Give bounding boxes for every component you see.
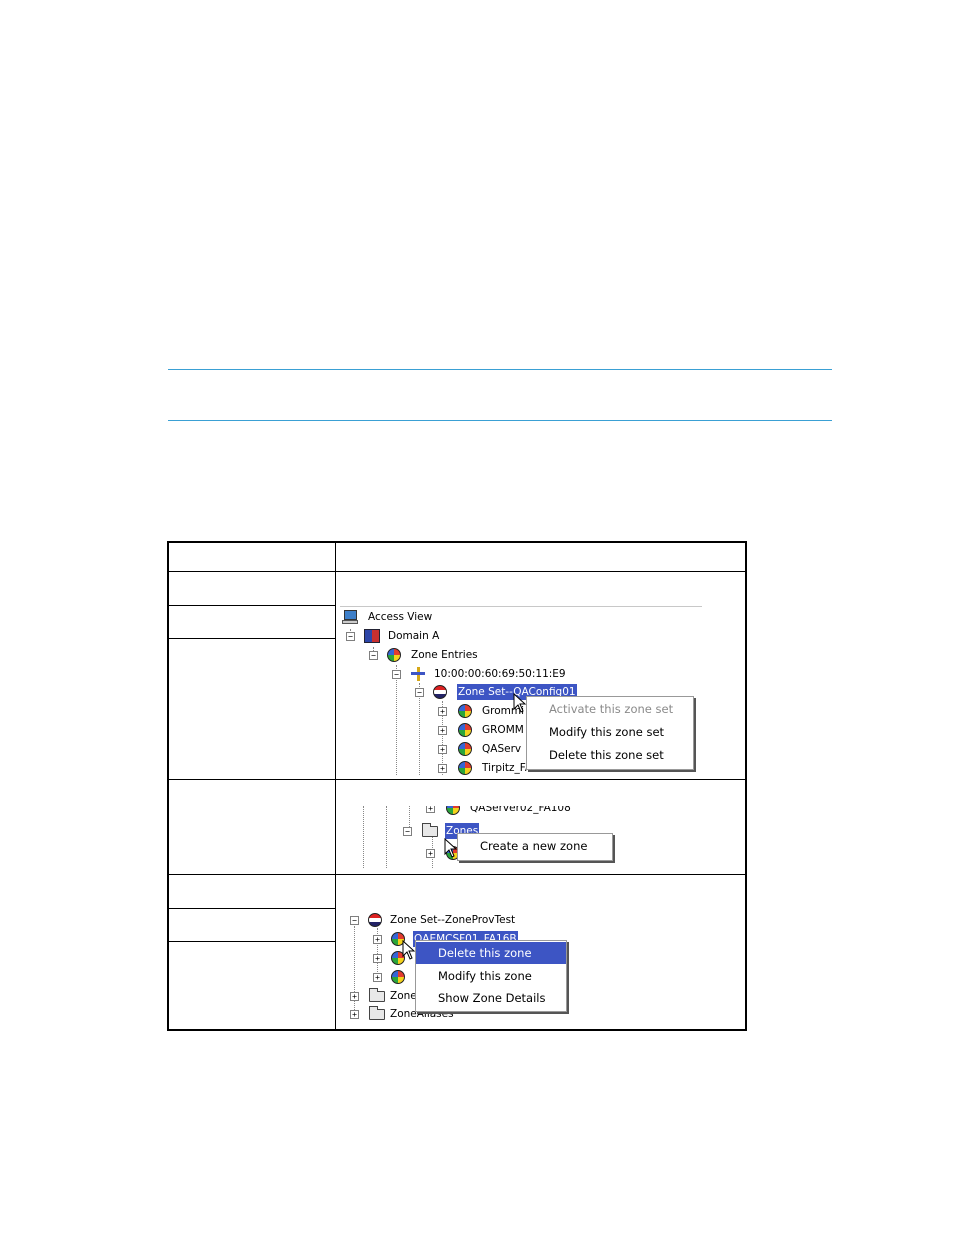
expand-icon[interactable]: + bbox=[373, 954, 382, 963]
expand-icon[interactable]: + bbox=[438, 764, 447, 773]
section-row-line bbox=[169, 779, 745, 780]
expand-icon[interactable]: + bbox=[350, 992, 359, 1001]
tree-node-label: GROMM bbox=[482, 724, 524, 736]
menu-item-modify-zone[interactable]: Modify this zone bbox=[438, 969, 532, 983]
expand-icon[interactable]: + bbox=[373, 973, 382, 982]
top-rule bbox=[168, 369, 832, 370]
delete-zone-screenshot: − Zone Set--ZoneProvTest + QAEMCSF01_FA1… bbox=[340, 908, 580, 1024]
step-row-line bbox=[169, 605, 335, 606]
tree-node-label: Domain A bbox=[388, 630, 440, 642]
tree-node-label: Zone bbox=[390, 990, 417, 1002]
folder-icon bbox=[422, 823, 438, 837]
folder-icon bbox=[369, 988, 385, 1002]
collapse-icon[interactable]: − bbox=[403, 827, 412, 836]
collapse-icon[interactable]: − bbox=[369, 651, 378, 660]
tree-line bbox=[354, 926, 355, 1014]
tree-line bbox=[442, 701, 443, 775]
zoneset-menu-screenshot: Access View − Domain A − Zone Entries − … bbox=[340, 606, 702, 775]
procedure-table bbox=[167, 541, 747, 1031]
zoneset-icon bbox=[368, 913, 382, 927]
tree-node-label: QAServ bbox=[482, 743, 522, 755]
create-zone-screenshot: + QAServer02_FA108 − Zones + Create a ne… bbox=[340, 806, 640, 868]
expand-icon[interactable]: + bbox=[426, 806, 435, 813]
zone-icon bbox=[458, 761, 472, 775]
collapse-icon[interactable]: − bbox=[392, 670, 401, 679]
expand-icon[interactable]: + bbox=[350, 1010, 359, 1019]
step-row-line bbox=[169, 638, 335, 639]
zone-context-menu: Delete this zone Modify this zone Show Z… bbox=[415, 940, 567, 1012]
menu-item-activate-zoneset[interactable]: Activate this zone set bbox=[549, 702, 674, 716]
header-row-line bbox=[169, 571, 745, 572]
expand-icon[interactable]: + bbox=[438, 707, 447, 716]
folder-icon bbox=[369, 1006, 385, 1020]
tree-line bbox=[363, 806, 364, 868]
zone-entries-icon bbox=[387, 648, 401, 662]
collapse-icon[interactable]: − bbox=[415, 688, 424, 697]
column-divider bbox=[335, 543, 336, 1029]
tree-line bbox=[396, 665, 397, 775]
zone-icon bbox=[391, 970, 405, 984]
menu-item-delete-zone[interactable]: Delete this zone bbox=[416, 942, 566, 964]
zone-icon bbox=[391, 951, 405, 965]
menu-item-modify-zoneset[interactable]: Modify this zone set bbox=[549, 725, 665, 739]
zone-icon bbox=[446, 806, 460, 815]
expand-icon[interactable]: + bbox=[438, 745, 447, 754]
collapse-icon[interactable]: − bbox=[350, 916, 359, 925]
menu-item-show-zone-details[interactable]: Show Zone Details bbox=[438, 991, 546, 1005]
zone-icon bbox=[391, 932, 405, 946]
zone-icon bbox=[458, 742, 472, 756]
expand-icon[interactable]: + bbox=[373, 935, 382, 944]
step-row-line bbox=[169, 941, 335, 942]
zones-context-menu: Create a new zone bbox=[457, 833, 613, 861]
step-row-line bbox=[169, 908, 335, 909]
zoneset-icon bbox=[433, 685, 447, 699]
tree-node-label: Zone Entries bbox=[411, 649, 478, 661]
zone-icon bbox=[458, 723, 472, 737]
tree-line bbox=[419, 683, 420, 775]
menu-item-delete-zoneset[interactable]: Delete this zone set bbox=[549, 748, 664, 762]
tree-line bbox=[386, 806, 387, 868]
collapse-icon[interactable]: − bbox=[346, 632, 355, 641]
expand-icon[interactable]: + bbox=[438, 726, 447, 735]
tree-node-label: 10:00:00:60:69:50:11:E9 bbox=[434, 668, 566, 680]
menu-item-create-zone[interactable]: Create a new zone bbox=[480, 839, 588, 853]
bottom-rule bbox=[168, 420, 832, 421]
computer-icon bbox=[342, 610, 358, 624]
tree-node-label: Zone Set--ZoneProvTest bbox=[390, 914, 516, 926]
tree-node-label: QAServer02_FA108 bbox=[470, 806, 571, 814]
domain-icon bbox=[364, 629, 380, 643]
zoneset-context-menu: Activate this zone set Modify this zone … bbox=[526, 696, 694, 770]
zone-icon bbox=[458, 704, 472, 718]
expand-icon[interactable]: + bbox=[426, 849, 435, 858]
tree-node-label: Access View bbox=[368, 611, 433, 623]
switch-icon bbox=[410, 667, 426, 681]
tree-line bbox=[409, 806, 410, 831]
section-row-line bbox=[169, 874, 745, 875]
